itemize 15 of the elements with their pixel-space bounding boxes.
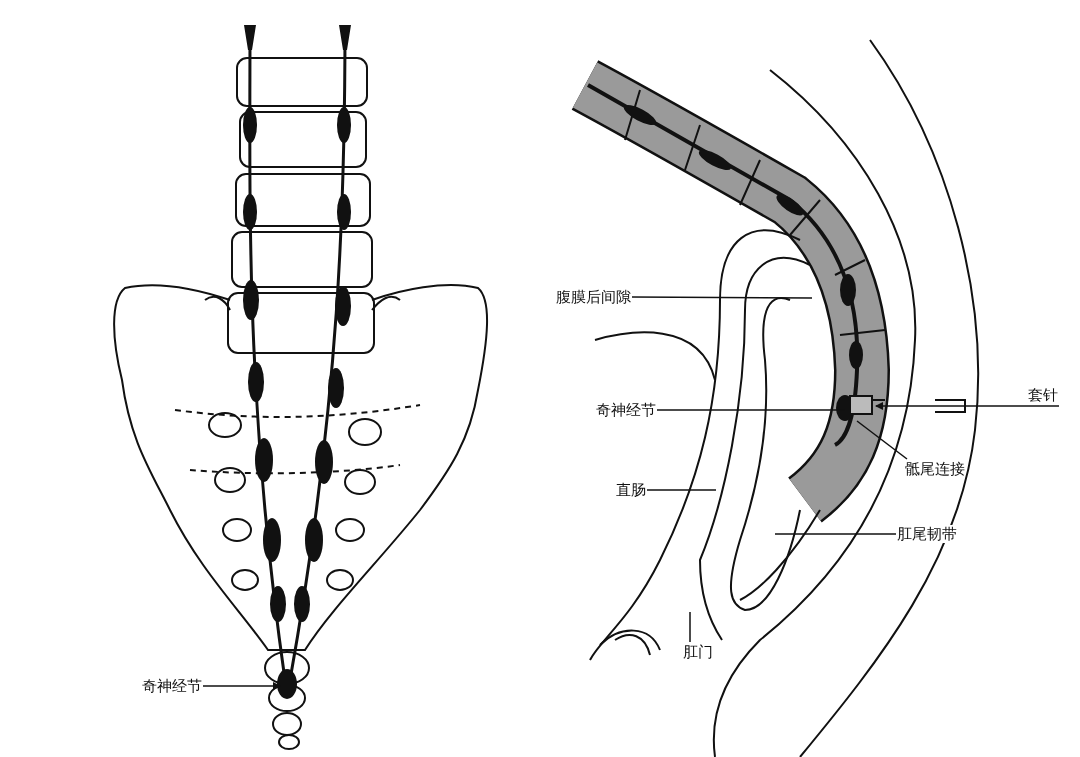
label-text: 直肠 — [616, 481, 646, 499]
leader-line — [646, 489, 717, 491]
arrow — [875, 402, 1060, 410]
arrow — [202, 682, 281, 690]
label-text: 肛尾韧带 — [897, 525, 957, 543]
leader-line — [774, 533, 897, 535]
leader-line — [631, 296, 813, 299]
label-text: 肛门 — [683, 643, 713, 661]
label-text: 腹膜后间隙 — [556, 288, 631, 306]
label-text: 骶尾连接 — [905, 460, 965, 478]
label-text: 奇神经节 — [142, 677, 202, 695]
label-text: 奇神经节 — [596, 401, 656, 419]
leader-line — [856, 420, 908, 460]
leader-line — [689, 611, 691, 643]
label-text: 套针 — [1028, 386, 1058, 404]
